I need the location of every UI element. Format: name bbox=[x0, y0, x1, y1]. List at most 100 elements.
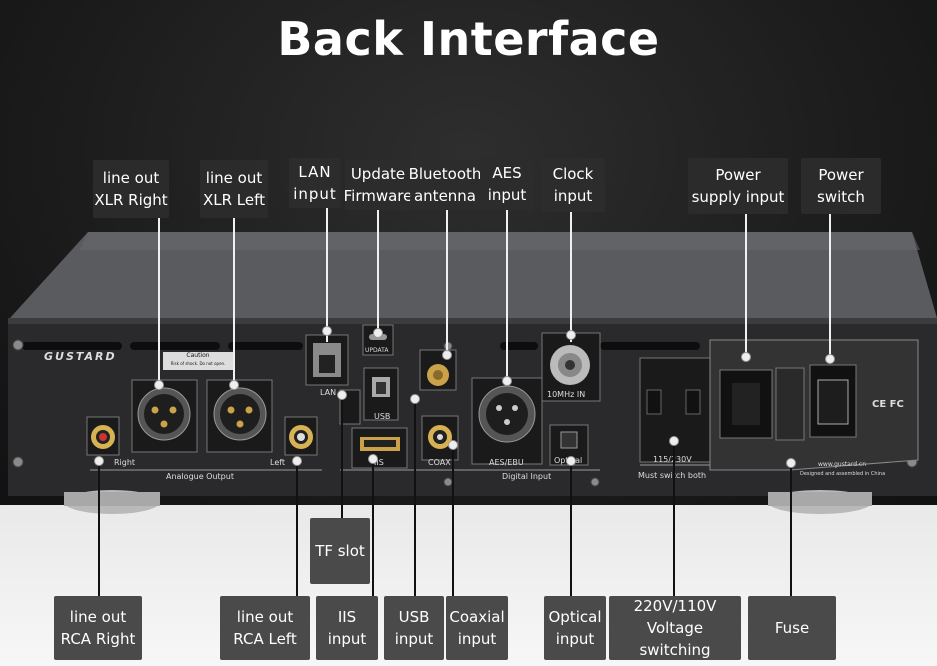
caution-title: Caution bbox=[186, 352, 210, 359]
callout-text: antenna bbox=[413, 187, 476, 205]
caution-text: Risk of shock. Do not open. bbox=[170, 361, 226, 366]
callout-text: input bbox=[293, 185, 337, 203]
dot-coax bbox=[448, 440, 458, 450]
callout-text: AES bbox=[492, 164, 522, 182]
label-website: www.gustard.cn bbox=[818, 461, 867, 468]
callout-text: Firmware bbox=[343, 187, 413, 205]
callout-text: input bbox=[394, 630, 434, 648]
callout-text: Voltage switching bbox=[639, 619, 711, 659]
label-voltage: 115/230V bbox=[653, 455, 692, 464]
callout-usb: USB input bbox=[384, 596, 444, 660]
dot-bluetooth bbox=[442, 350, 452, 360]
callout-text: Update bbox=[350, 165, 406, 183]
leader-clock bbox=[570, 212, 572, 342]
label-usb: USB bbox=[374, 412, 391, 421]
leader-aes bbox=[506, 210, 508, 382]
leader-xlr-left bbox=[233, 218, 235, 388]
dot-tf bbox=[337, 390, 347, 400]
dot-rca-left bbox=[292, 456, 302, 466]
callout-iis: IIS input bbox=[316, 596, 378, 660]
callout-text: line out bbox=[205, 169, 263, 187]
callout-power-input: Power supply input bbox=[688, 158, 788, 214]
label-must-switch: Must switch both bbox=[638, 471, 707, 480]
label-designed: Designed and assembled in China bbox=[800, 471, 886, 477]
leader-xlr-right bbox=[158, 218, 160, 388]
callout-text: input bbox=[457, 630, 497, 648]
callout-voltage: 220V/110V Voltage switching bbox=[609, 596, 741, 660]
leader-lan bbox=[326, 208, 328, 342]
leader-power-input bbox=[745, 214, 747, 356]
leader-coax bbox=[452, 444, 454, 596]
callout-fuse: Fuse bbox=[748, 596, 836, 660]
callout-text: Clock bbox=[552, 165, 594, 183]
brand-logo: GUSTARD bbox=[44, 350, 117, 363]
caution-label: Caution Risk of shock. Do not open. bbox=[163, 352, 233, 368]
dot-lan bbox=[322, 326, 332, 336]
callout-text: XLR Right bbox=[94, 191, 168, 209]
label-right: Right bbox=[114, 458, 136, 467]
callout-text: Power bbox=[715, 166, 761, 184]
callout-text: line out bbox=[102, 169, 160, 187]
dot-voltage bbox=[669, 436, 679, 446]
callout-text: Optical bbox=[548, 608, 602, 626]
leader-firmware bbox=[377, 210, 379, 334]
label-left: Left bbox=[270, 458, 286, 467]
label-analogue-output: Analogue Output bbox=[166, 472, 234, 481]
callout-text: line out bbox=[236, 608, 294, 626]
dot-power-switch bbox=[825, 354, 835, 364]
leader-power-switch bbox=[829, 214, 831, 358]
leader-rca-right bbox=[98, 460, 100, 596]
callout-text: IIS bbox=[337, 608, 357, 626]
leader-iis bbox=[372, 458, 374, 596]
page-title: Back Interface bbox=[277, 12, 660, 66]
callout-text: input bbox=[555, 630, 595, 648]
dot-aes bbox=[502, 376, 512, 386]
callout-coaxial: Coaxial input bbox=[446, 596, 508, 660]
dot-iis bbox=[368, 454, 378, 464]
callout-text: RCA Right bbox=[60, 630, 136, 648]
callout-rca-right: line out RCA Right bbox=[54, 596, 142, 660]
dot-power-input bbox=[741, 352, 751, 362]
callout-text: TF slot bbox=[315, 542, 365, 560]
callout-xlr-left: line out XLR Left bbox=[200, 160, 268, 218]
leader-optical bbox=[570, 460, 572, 596]
callout-text: 220V/110V bbox=[633, 597, 717, 615]
callout-text: supply input bbox=[691, 188, 785, 206]
dot-xlr-right bbox=[154, 380, 164, 390]
label-clock: 10MHz IN bbox=[547, 390, 586, 399]
label-coax: COAX bbox=[428, 458, 451, 467]
leader-bluetooth bbox=[446, 210, 448, 354]
leader-voltage bbox=[673, 440, 675, 596]
leader-rca-left bbox=[296, 460, 298, 596]
callout-text: input bbox=[553, 187, 593, 205]
cert-marks: CE FC bbox=[872, 399, 904, 410]
label-aes-ebu: AES/EBU bbox=[489, 458, 524, 467]
callout-xlr-right: line out XLR Right bbox=[93, 160, 169, 218]
callout-clock: Clock input bbox=[541, 158, 605, 212]
callout-bluetooth: Bluetooth antenna bbox=[409, 160, 481, 210]
callout-text: switch bbox=[817, 188, 865, 206]
callout-text: input bbox=[327, 630, 367, 648]
label-updata: UPDATA bbox=[365, 347, 389, 354]
callout-text: line out bbox=[69, 608, 127, 626]
callout-text: Power bbox=[818, 166, 864, 184]
callout-rca-left: line out RCA Left bbox=[220, 596, 310, 660]
callout-aes: AES input bbox=[480, 158, 534, 210]
dot-fuse bbox=[786, 458, 796, 468]
callout-text: Fuse bbox=[774, 619, 810, 637]
label-lan: LAN bbox=[320, 388, 337, 397]
dot-clock bbox=[566, 330, 576, 340]
dot-usb bbox=[410, 394, 420, 404]
dot-firmware bbox=[373, 328, 383, 338]
leader-usb bbox=[414, 398, 416, 596]
callout-optical: Optical input bbox=[544, 596, 606, 660]
leader-tf bbox=[341, 394, 343, 518]
callout-firmware: Update Firmware bbox=[343, 160, 413, 210]
callout-text: RCA Left bbox=[233, 630, 297, 648]
callout-tf: TF slot bbox=[310, 518, 370, 584]
callout-power-switch: Power switch bbox=[801, 158, 881, 214]
callout-text: USB bbox=[398, 608, 430, 626]
callout-text: input bbox=[487, 186, 527, 204]
callout-text: XLR Left bbox=[202, 191, 266, 209]
